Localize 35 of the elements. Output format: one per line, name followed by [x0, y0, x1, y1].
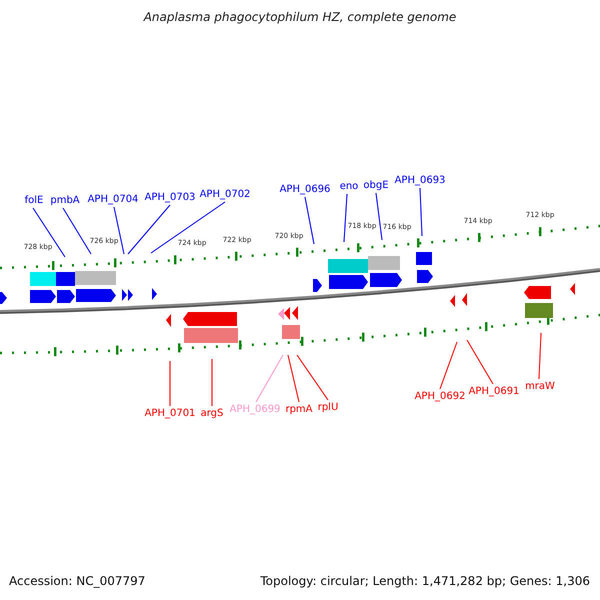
gene-label: folE — [24, 194, 44, 207]
leader-line — [114, 206, 124, 254]
accession-text: Accession: NC_007797 — [9, 575, 146, 588]
leader-line — [538, 332, 542, 380]
gene-label: APH_0691 — [468, 385, 520, 398]
leader-line — [128, 204, 170, 254]
leader-line — [32, 208, 66, 258]
genome-info-text: Topology: circular; Length: 1,471,282 bp; Genes: 1,306 — [260, 575, 590, 588]
gene-label: eno — [340, 180, 358, 193]
gene-label: APH_0696 — [280, 183, 330, 196]
gene-label: APH_0699 — [230, 403, 280, 416]
leader-line — [440, 342, 458, 390]
gene-label: APH_0702 — [200, 188, 250, 201]
gene-label: APH_0693 — [394, 174, 446, 187]
leader-line — [256, 354, 284, 402]
gene-label: rplU — [318, 401, 338, 414]
leader-line — [420, 188, 422, 236]
leader-line — [376, 192, 382, 240]
gene-label: rpmA — [285, 403, 313, 416]
gene-label: pmbA — [50, 194, 80, 207]
leader-line — [288, 354, 300, 402]
gene-label: APH_0692 — [414, 390, 466, 403]
leader-line — [344, 194, 348, 242]
leader-line — [62, 208, 92, 254]
leader-line — [466, 340, 494, 384]
gene-label: APH_0704 — [88, 193, 138, 206]
gene-label: APH_0703 — [144, 191, 196, 204]
leader-line — [296, 354, 328, 400]
leader-line — [304, 196, 314, 244]
title: Anaplasma phagocytophilum HZ, complete genome — [142, 11, 458, 24]
gene-label: mraW — [525, 380, 555, 393]
gene-label: argS — [200, 407, 224, 420]
leader-line — [150, 202, 226, 254]
gene-label: obgE — [363, 179, 389, 192]
gene-label: APH_0701 — [144, 407, 196, 420]
